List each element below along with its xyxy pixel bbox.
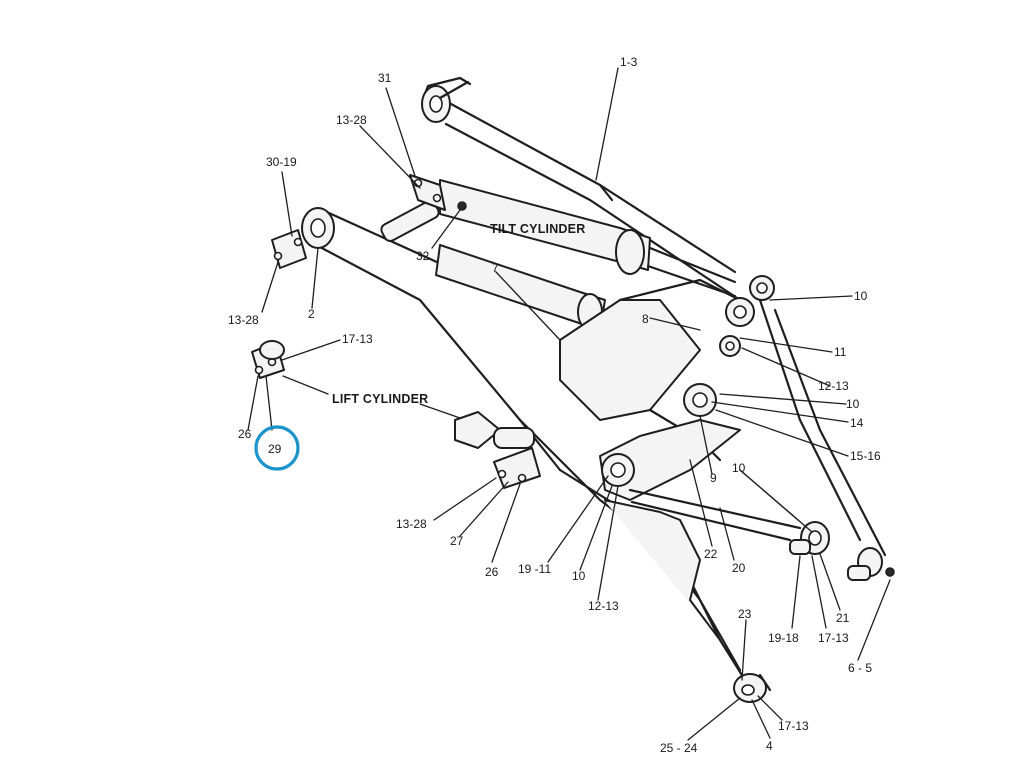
callout-26: 26 — [485, 565, 499, 579]
callout-17-13: 17-13 — [342, 332, 373, 346]
upper-lift-arm — [421, 76, 887, 557]
callout-8: 8 — [642, 312, 649, 326]
callout-23: 23 — [738, 607, 752, 621]
callout-30-19: 30-19 — [266, 155, 297, 169]
callout-10: 10 — [846, 397, 860, 411]
callout-6-5: 6 - 5 — [848, 661, 872, 675]
callout-15-16: 15-16 — [850, 449, 881, 463]
callout-29: 29 — [268, 442, 282, 456]
callout-12-13: 12-13 — [588, 599, 619, 613]
pin-plate-upper — [409, 174, 446, 211]
pin-plate-29 — [251, 340, 285, 379]
callout-10: 10 — [732, 461, 746, 475]
callout-13-28: 13-28 — [396, 517, 427, 531]
lift-cylinder-title: LIFT CYLINDER — [332, 392, 428, 406]
bottom-pivot — [733, 673, 772, 703]
highlight-circle-29 — [254, 425, 300, 471]
callout-31: 31 — [378, 71, 392, 85]
callout-19-11: 19 -11 — [518, 562, 551, 576]
callout-1-3: 1-3 — [620, 55, 638, 69]
callout-10: 10 — [854, 289, 868, 303]
callout-19-18: 19-18 — [768, 631, 799, 645]
leader-lines — [247, 67, 891, 741]
callout-13-28: 13-28 — [228, 313, 259, 327]
callout-32: 32 — [416, 249, 430, 263]
callout-labels: 1-3 31 13-28 30-19 32 7 13-28 2 17-13 8 … — [228, 55, 881, 755]
callout-21: 21 — [836, 611, 850, 625]
callout-26: 26 — [238, 427, 252, 441]
callout-17-13: 17-13 — [818, 631, 849, 645]
tilt-cylinder — [380, 179, 737, 298]
callout-13-28: 13-28 — [336, 113, 367, 127]
callout-27: 27 — [450, 534, 464, 548]
pin-plate-left — [271, 229, 307, 269]
callout-22: 22 — [704, 547, 718, 561]
callout-12-13: 12-13 — [818, 379, 849, 393]
callout-20: 20 — [732, 561, 746, 575]
pin-plate-lower — [493, 447, 541, 489]
callout-9: 9 — [710, 471, 717, 485]
callout-4: 4 — [766, 739, 773, 753]
tilt-cylinder-title: TILT CYLINDER — [490, 222, 585, 236]
callout-2: 2 — [308, 307, 315, 321]
callout-14: 14 — [850, 416, 864, 430]
callout-25-24: 25 - 24 — [660, 741, 698, 755]
callout-10: 10 — [572, 569, 586, 583]
callout-7: 7 — [492, 261, 499, 275]
lower-right-pins — [789, 521, 895, 581]
callout-11: 11 — [834, 345, 847, 359]
callout-17-13: 17-13 — [778, 719, 809, 733]
tilt-link — [599, 419, 802, 641]
bellcrank-linkage — [559, 275, 775, 462]
